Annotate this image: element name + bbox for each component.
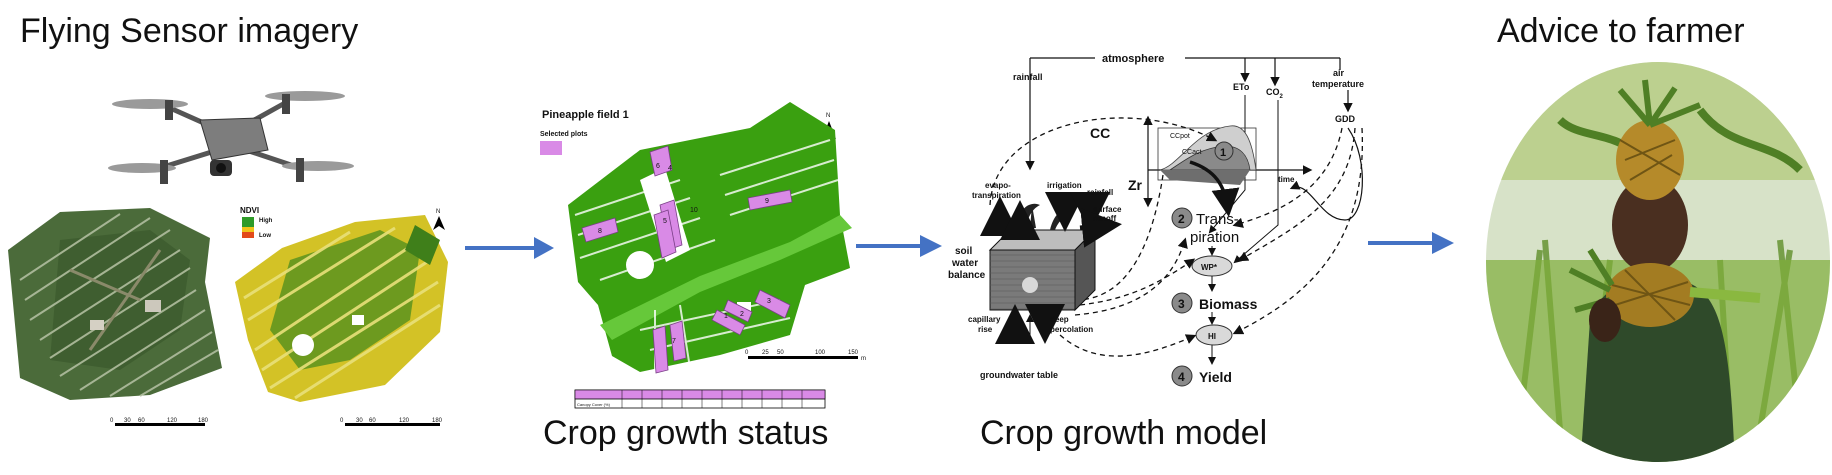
- title-crop-growth-status: Crop growth status: [543, 414, 829, 452]
- flow-arrow-1: [465, 237, 554, 259]
- label-zr: Zr: [1128, 177, 1143, 193]
- ndvi-legend-low: Low: [259, 233, 271, 239]
- label-eto: ETo: [1233, 82, 1250, 92]
- label-biomass: Biomass: [1199, 296, 1258, 312]
- step-number-1: 1: [1220, 147, 1226, 159]
- label-soil: soil: [955, 246, 972, 257]
- scalebar-label: 180: [198, 418, 209, 424]
- label-co2: CO2: [1266, 87, 1284, 100]
- scalebar-label: 25: [762, 350, 769, 356]
- label-deep: deep: [1050, 315, 1069, 324]
- flow-arrow-3: [1368, 232, 1454, 254]
- label-balance: balance: [948, 270, 986, 281]
- label-hi: HI: [1208, 332, 1216, 341]
- label-yield: Yield: [1199, 369, 1232, 385]
- canopy-cover-table: Canopy Cover (%): [574, 389, 826, 409]
- scalebar-label: 120: [399, 418, 410, 424]
- label-temperature: temperature: [1312, 79, 1364, 89]
- step-number-2: 2: [1178, 212, 1185, 226]
- label-evapo: evapo-: [985, 181, 1011, 190]
- scalebar-label: 50: [777, 350, 784, 356]
- label-co2-main: CO: [1266, 87, 1280, 97]
- plot-number: 1: [724, 313, 728, 320]
- plot-number: 6: [656, 163, 660, 170]
- north-label: N: [826, 113, 830, 119]
- label-gdd: GDD: [1335, 114, 1356, 124]
- label-air: air: [1333, 68, 1345, 78]
- label-rainfall-small: rainfall: [1087, 188, 1113, 197]
- scalebar-unit: m: [861, 356, 866, 362]
- north-label: N: [436, 209, 440, 215]
- scalebar-label: 0: [340, 418, 344, 424]
- field-scalebar: 0 25 50 100 150 m: [745, 350, 866, 362]
- ndvi-map-image: [235, 215, 448, 402]
- rgb-orthomosaic-image: [8, 208, 222, 400]
- scalebar-label: 180: [432, 418, 443, 424]
- plot-number: 9: [765, 198, 769, 205]
- title-flying-sensor-imagery: Flying Sensor imagery: [20, 12, 359, 50]
- crop-growth-model-diagram: atmosphere rainfall ETo CO2 air temperat…: [948, 53, 1364, 387]
- ndvi-legend-high: High: [259, 218, 273, 224]
- scalebar-label: 120: [167, 418, 178, 424]
- label-groundwater-table: groundwater table: [980, 370, 1058, 380]
- scalebar-label: 0: [745, 350, 749, 356]
- scalebar-label: 60: [369, 418, 376, 424]
- title-advice-to-farmer: Advice to farmer: [1497, 12, 1745, 50]
- scalebar-label: 150: [848, 350, 859, 356]
- step-number-3: 3: [1178, 297, 1185, 311]
- label-cc: CC: [1090, 125, 1110, 141]
- scalebar-label: 100: [815, 350, 826, 356]
- scalebar-label: 0: [110, 418, 114, 424]
- plot-number: 8: [598, 228, 602, 235]
- drone-icon: [108, 91, 354, 184]
- scalebar-label: 30: [124, 418, 131, 424]
- plot-number: 10: [690, 207, 698, 214]
- selected-plots: [581, 145, 793, 374]
- label-percolation: percolation: [1050, 325, 1093, 334]
- label-transpiration: transpiration: [972, 191, 1021, 200]
- label-ccpot: CCpot: [1170, 133, 1190, 140]
- plot-number: 4: [668, 165, 672, 172]
- ndvi-legend-title: NDVI: [240, 206, 259, 215]
- plot-number: 7: [672, 338, 676, 345]
- plot-number: 2: [740, 311, 744, 318]
- label-rainfall: rainfall: [1013, 72, 1043, 82]
- scalebar-label: 60: [138, 418, 145, 424]
- flow-arrow-2: [856, 235, 942, 257]
- label-time: time: [1278, 175, 1295, 184]
- ndvi-scalebar: 0 30 60 120 180: [340, 418, 443, 426]
- label-water: water: [951, 258, 978, 269]
- label-co2-subscript: 2: [1280, 94, 1284, 100]
- label-rise: rise: [978, 325, 993, 334]
- pineapple-field-map: Pineapple field 1 Selected plots N: [540, 102, 852, 374]
- plot-number: 5: [663, 218, 667, 225]
- label-runoff: runoff: [1093, 214, 1116, 223]
- label-transpiration-2: piration: [1190, 229, 1239, 246]
- scalebar-label: 30: [356, 418, 363, 424]
- canopy-cover-row-label: Canopy Cover (%): [577, 402, 611, 407]
- step-number-4: 4: [1178, 370, 1185, 384]
- field-map-legend-label: Selected plots: [540, 131, 588, 138]
- field-map-title: Pineapple field 1: [542, 109, 629, 121]
- label-atmosphere: atmosphere: [1102, 53, 1164, 65]
- north-arrow-icon: N: [433, 209, 445, 230]
- label-ccact: CCact: [1182, 149, 1202, 156]
- farmer-with-pineapples-photo: [1486, 62, 1830, 462]
- label-surface: surface: [1093, 205, 1122, 214]
- plot-number: 3: [767, 298, 771, 305]
- title-crop-growth-model: Crop growth model: [980, 414, 1268, 452]
- label-wp: WP*: [1201, 263, 1218, 272]
- label-capillary: capillary: [968, 315, 1001, 324]
- rgb-scalebar: 0 30 60 120 180: [110, 418, 209, 426]
- label-transpiration-1: Trans-: [1196, 211, 1239, 228]
- ndvi-legend: NDVI High Low: [240, 206, 273, 239]
- label-irrigation: irrigation: [1047, 181, 1082, 190]
